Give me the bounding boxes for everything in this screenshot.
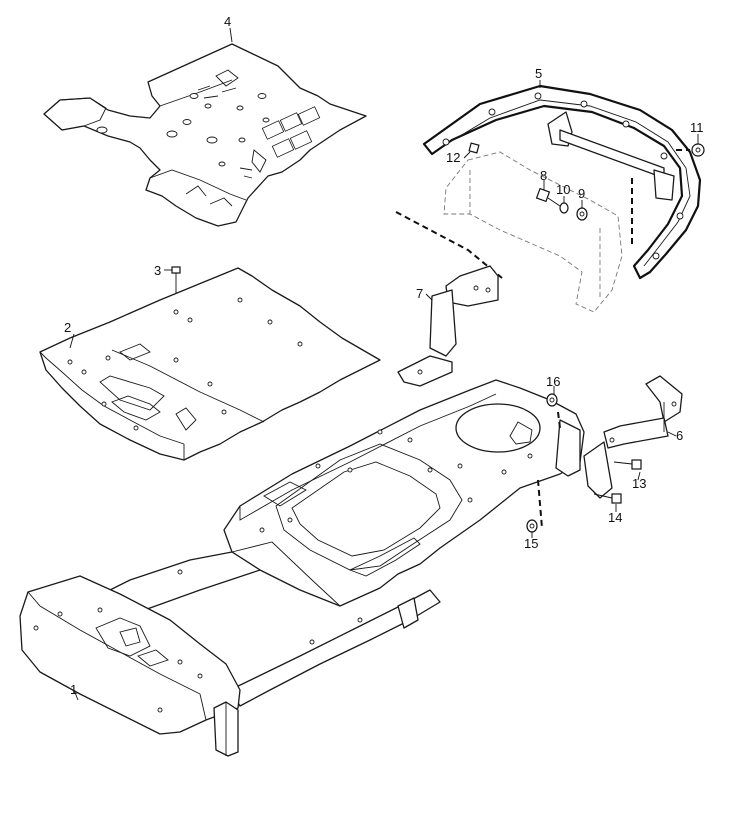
part-8-bolt [535,187,561,207]
assembly-line-bolt-11 [631,149,690,244]
callout-1: 1 [70,682,77,697]
ghost-hitch-bracket [443,151,623,313]
callout-2: 2 [64,320,71,335]
mat-warning-decals [185,69,321,207]
callout-14: 14 [608,510,622,525]
part-6-hitch-bracket [583,375,683,499]
part-10-washer [559,202,569,214]
callout-12: 12 [446,150,460,165]
callout-10: 10 [556,182,570,197]
callout-5: 5 [535,66,542,81]
callout-3: 3 [154,263,161,278]
callout-7: 7 [416,286,423,301]
part-14-bolt [593,493,622,504]
part-7-bracket [397,265,499,387]
callout-13: 13 [632,476,646,491]
part-12-bolt [468,142,480,154]
callout-11: 11 [690,120,704,135]
frame-holes [33,429,533,713]
callout-15: 15 [524,536,538,551]
assembly-line-bolt-15 [537,479,543,529]
part-15-nut [526,519,538,533]
part-5-rear-bumper [422,84,702,280]
callout-9: 9 [578,186,585,201]
part-11-nut [691,143,705,157]
part-9-nut [576,207,588,221]
part-13-bolt [613,459,642,470]
part-4-floor-mat [43,43,367,227]
callout-labels: 1 2 3 4 5 6 7 8 9 10 11 12 13 14 15 16 [64,14,704,697]
part-16-nut [546,393,558,407]
callout-leaders [69,27,699,701]
assembly-line-bolt-16 [557,411,561,429]
callout-6: 6 [676,428,683,443]
part-1-main-frame [19,379,585,757]
part-2-floor-pan [39,267,381,461]
pan-holes [67,297,303,431]
callout-16: 16 [546,374,560,389]
mat-holes [96,93,270,167]
callout-8: 8 [540,168,547,183]
bumper-holes [442,92,684,260]
callout-4: 4 [224,14,231,29]
